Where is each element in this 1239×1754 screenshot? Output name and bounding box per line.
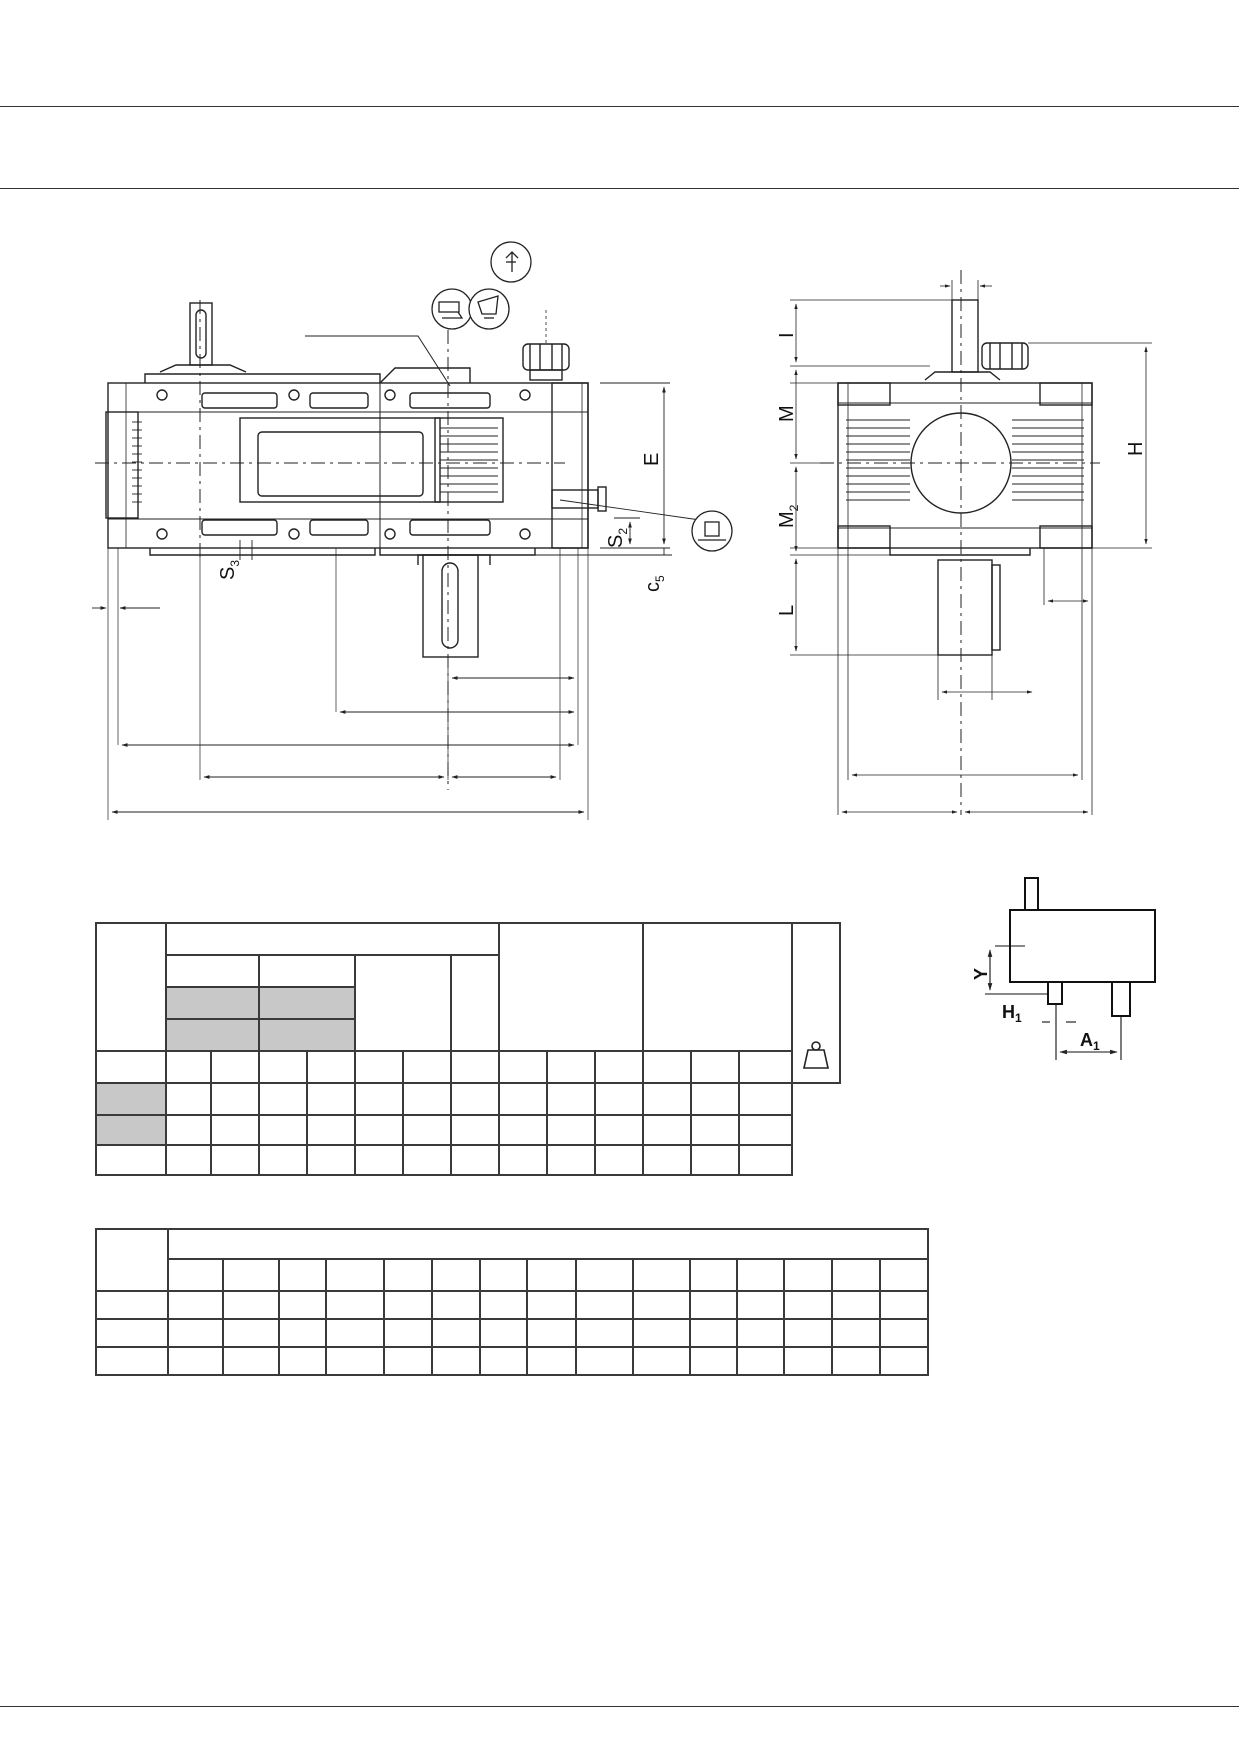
label-E: E <box>641 453 663 466</box>
table-row <box>95 1114 840 1146</box>
table-row <box>95 1144 840 1176</box>
front-view <box>92 300 701 820</box>
bottom-rule <box>0 1706 1239 1707</box>
label-H1: H1 <box>1002 1002 1022 1025</box>
label-H: H <box>1125 442 1147 456</box>
weight-icon <box>803 1041 830 1069</box>
label-M: M <box>776 405 798 422</box>
table2-head-size <box>95 1228 169 1292</box>
table1-head-group <box>164 922 501 956</box>
top-rule <box>0 106 1239 107</box>
table-row <box>95 1290 930 1320</box>
mounting-schematic <box>985 877 1156 1060</box>
table1-head-weight <box>791 922 841 1084</box>
breather-icon <box>490 241 532 283</box>
label-L: L <box>776 605 798 616</box>
table1-head-size <box>95 922 167 1052</box>
dimensions-table-1 <box>95 922 841 1176</box>
label-S3: S3 <box>217 560 242 580</box>
label-c5: c5 <box>642 575 667 592</box>
label-Y: Y <box>971 968 991 980</box>
table1-head-a <box>498 922 645 1052</box>
label-A1: A1 <box>1080 1030 1100 1053</box>
label-M2: M2 <box>776 504 801 528</box>
side-view <box>790 270 1152 815</box>
table-row <box>95 1346 930 1376</box>
oil-level-icon <box>468 288 510 330</box>
drain-plug-icon <box>691 510 733 552</box>
table2-head-group <box>166 1228 930 1260</box>
table-row <box>95 1318 930 1348</box>
table-row <box>95 1082 840 1116</box>
table1-head-b <box>642 922 794 1052</box>
label-I: I <box>776 332 798 338</box>
label-S2: S2 <box>605 528 630 548</box>
header-rule <box>0 188 1239 189</box>
dimensions-table-2 <box>95 1228 930 1376</box>
oil-fill-icon <box>431 288 473 330</box>
